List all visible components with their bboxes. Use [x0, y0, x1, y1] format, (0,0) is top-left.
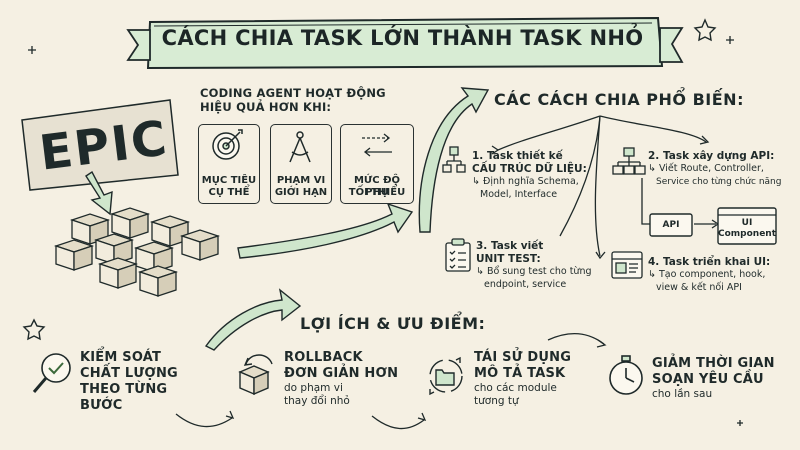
ui-box-label-line1: UI — [741, 218, 753, 228]
intro-heading-line2: HIỆU QUẢ HƠN KHI: — [200, 100, 332, 114]
intro-heading: CODING AGENT HOẠT ĐỘNG HIỆU QUẢ HƠN KHI: — [200, 86, 386, 114]
big-arrow-icon — [237, 202, 414, 259]
benefit-desc: do phạm vi — [284, 382, 343, 394]
card-label: MỤC TIÊU — [201, 175, 257, 186]
method-title: 2. Task xây dựng API: — [648, 150, 775, 162]
benefit-title: CHẤT LƯỢNG — [80, 366, 178, 381]
benefit-title: ĐƠN GIẢN HƠN — [284, 366, 399, 381]
epic-graphic — [21, 99, 179, 191]
method-desc: Model, Interface — [480, 188, 558, 200]
target-icon — [212, 129, 243, 160]
ui-box-label-line2: Component — [718, 229, 777, 239]
flow-arrows — [175, 333, 607, 430]
ui-component-window — [717, 207, 777, 245]
benefit-desc: thay đổi nhỏ — [284, 395, 350, 407]
branch-connectors — [491, 115, 720, 260]
benefit-title: MÔ TẢ TASK — [474, 366, 566, 381]
stopwatch-icon — [609, 355, 643, 395]
method-title: UNIT TEST: — [476, 253, 541, 265]
method-desc: view & kết nối API — [656, 281, 742, 293]
card-label: CỤ THỂ — [208, 187, 250, 198]
method-title: CẤU TRÚC DỮ LIỆU: — [472, 163, 587, 175]
benefit-title: KIỂM SOÁT — [80, 350, 162, 365]
arrows-icon — [362, 133, 392, 157]
method-item-2: 2. Task xây dựng API: ↳ Viết Route, Cont… — [648, 150, 798, 188]
intro-card-side-effect: MỨC ĐỘ PHỤ TỐI THIỂU — [340, 124, 414, 204]
down-arrow-icon — [85, 170, 113, 216]
method-title: 1. Task thiết kế — [472, 150, 563, 162]
page-title: CÁCH CHIA TASK LỚN THÀNH TASK NHỎ — [161, 26, 644, 50]
hierarchy-icon — [442, 146, 466, 173]
intro-heading-line1: CODING AGENT HOẠT ĐỘNG — [200, 86, 386, 100]
benefit-item-2: ROLLBACK ĐƠN GIẢN HƠN do phạm vi thay đổ… — [284, 350, 424, 408]
card-label: GIỚI HẠN — [274, 187, 328, 198]
clipboard-icon — [445, 238, 471, 272]
api-box-label: API — [662, 220, 680, 230]
benefit-item-3: TÁI SỬ DỤNG MÔ TẢ TASK cho các module tư… — [474, 350, 604, 408]
reuse-folder-icon — [429, 356, 463, 396]
magnifier-check-icon — [32, 353, 71, 393]
card-label: TỐI THIỂU — [348, 187, 406, 198]
star-icon — [693, 18, 717, 42]
benefit-desc: cho các module — [474, 382, 557, 394]
title-banner — [126, 16, 684, 70]
benefit-title: ROLLBACK — [284, 350, 363, 365]
method-title: 4. Task triển khai UI: — [648, 256, 771, 268]
benefit-title: GIẢM THỜI GIAN — [652, 356, 775, 371]
star-icon — [22, 318, 46, 341]
task-cubes-graphic — [53, 207, 221, 297]
methods-heading: CÁC CÁCH CHIA PHỔ BIẾN: — [494, 90, 744, 109]
benefit-title: SOẠN YÊU CẦU — [652, 372, 764, 387]
method-item-4: 4. Task triển khai UI: ↳ Tạo component, … — [648, 256, 798, 294]
method-desc: ↳ Tạo component, hook, — [648, 269, 766, 280]
method-desc: ↳ Định nghĩa Schema, — [472, 176, 579, 187]
method-desc: ↳ Viết Route, Controller, — [648, 163, 764, 174]
rollback-icon — [238, 354, 273, 396]
method-item-1: 1. Task thiết kế CẤU TRÚC DỮ LIỆU: ↳ Địn… — [472, 150, 612, 201]
benefit-item-1: KIỂM SOÁT CHẤT LƯỢNG THEO TỪNG BƯỚC — [80, 350, 210, 414]
intro-card-target: MỤC TIÊU CỤ THỂ — [198, 124, 260, 204]
api-box — [649, 213, 693, 237]
card-label: PHẠM VI — [276, 175, 326, 186]
curved-arrow-icon — [204, 288, 302, 351]
intro-card-scope: PHẠM VI GIỚI HẠN — [270, 124, 332, 204]
compass-icon — [289, 131, 311, 163]
method-desc: Service cho từng chức năng — [656, 176, 782, 187]
method-title: 3. Task viết — [476, 240, 544, 252]
benefit-title: THEO TỪNG BƯỚC — [80, 382, 168, 413]
method-desc: ↳ Bổ sung test cho từng — [476, 266, 592, 277]
browser-icon — [611, 251, 643, 279]
benefit-desc: cho lần sau — [652, 388, 713, 400]
benefit-title: TÁI SỬ DỤNG — [474, 350, 572, 365]
card-label: MỨC ĐỘ PHỤ — [353, 175, 400, 198]
benefit-item-4: GIẢM THỜI GIAN SOẠN YÊU CẦU cho lần sau — [652, 356, 792, 401]
method-desc: endpoint, service — [484, 278, 567, 290]
curved-arrow-icon — [418, 87, 490, 233]
method-item-3: 3. Task viết UNIT TEST: ↳ Bổ sung test c… — [476, 240, 606, 291]
benefit-desc: tương tự — [474, 395, 519, 407]
flowchart-icon — [612, 147, 646, 175]
benefits-heading: LỢI ÍCH & ƯU ĐIỂM: — [300, 314, 486, 333]
sparkle-icon — [28, 36, 743, 426]
